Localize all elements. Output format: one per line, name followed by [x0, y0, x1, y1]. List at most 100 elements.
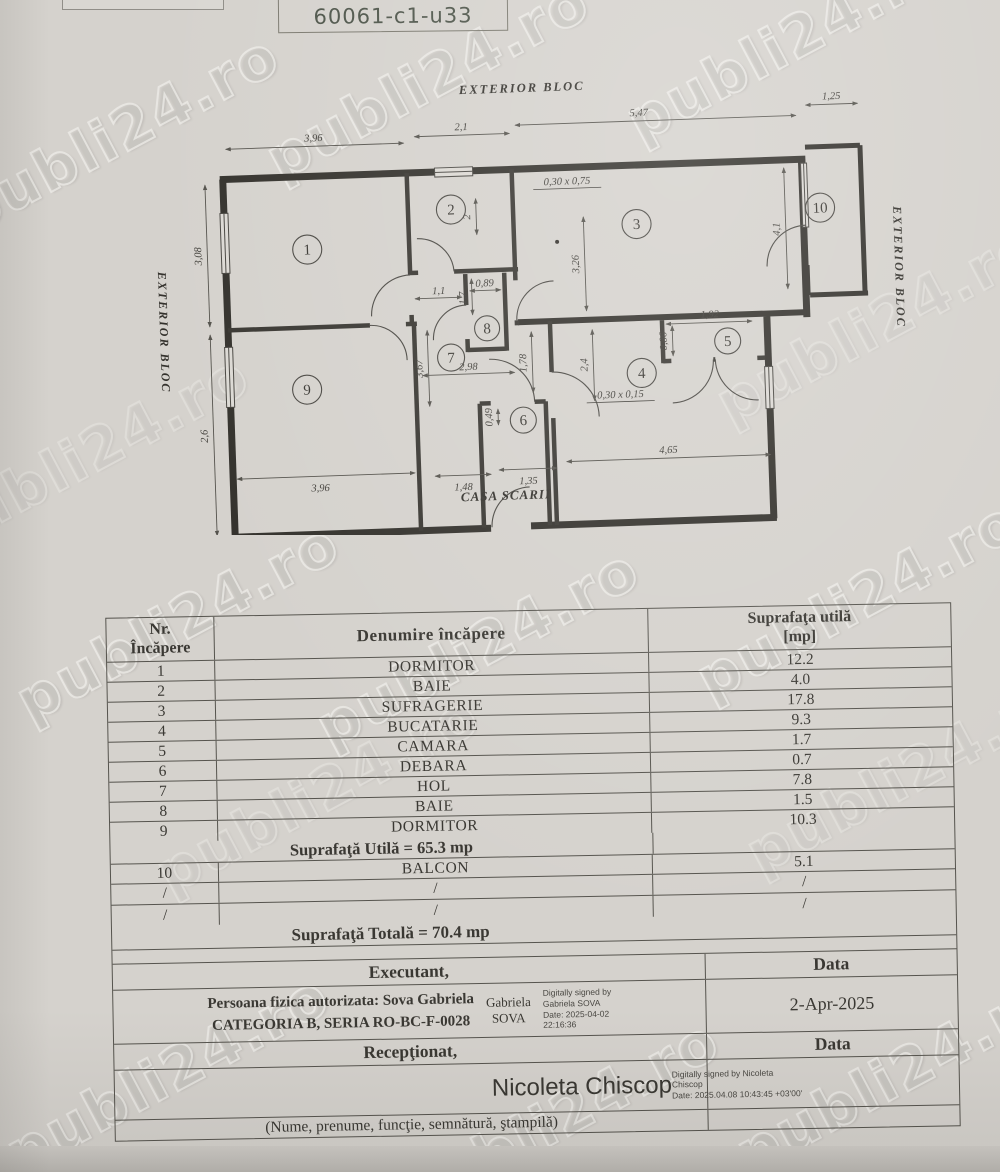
- signature-name: Gabriela SOVA: [486, 994, 531, 1026]
- cell-nr: 7: [109, 780, 218, 802]
- dim-label: 4,65: [659, 445, 678, 457]
- cell-nr: 6: [108, 760, 218, 782]
- digital-signature-details: Digitally signed by Nicoleta Chiscop Dat…: [672, 1066, 848, 1101]
- digital-sig-line: 22:16:36: [543, 1019, 577, 1030]
- room-number: 4: [638, 366, 647, 382]
- room-4-marker: 4: [626, 357, 657, 389]
- window-size-label: 0,30 x 0,15: [597, 389, 644, 402]
- executant-line2: CATEGORIA B, SERIA RO-BC-F-0028: [211, 1012, 471, 1034]
- dim-label: 0,86: [658, 331, 670, 350]
- room-7-marker: 7: [437, 343, 466, 372]
- dim-label: 3,26: [571, 254, 583, 274]
- door-arcs: [369, 224, 806, 528]
- room-number: 5: [724, 334, 732, 350]
- paper-bottom-shadow: [0, 1146, 1000, 1172]
- interior-walls: [227, 169, 766, 531]
- exterior-bloc-top-label: EXTERIOR BLOC: [458, 79, 585, 97]
- dim-label: 3,08: [193, 246, 205, 266]
- areas-table: Nr. Încăpere Denumire încăpere Suprafaţa…: [105, 602, 961, 1142]
- dim-label: 1,35: [519, 476, 538, 488]
- exterior-bloc-right-label: EXTERIOR BLOC: [890, 205, 908, 328]
- dim-label: 2: [462, 213, 473, 219]
- data-label: Data: [704, 949, 957, 979]
- room-numbers: 1 2 3 4 5 6 7 8 9 10: [292, 192, 836, 434]
- window-size-label: 0,30 x 0,75: [544, 176, 591, 189]
- room-number: 10: [812, 200, 828, 217]
- digital-sig-line: Digitally signed by: [542, 986, 612, 999]
- cell-nr: 9: [110, 820, 219, 843]
- header-nr-line2: Încăpere: [130, 638, 191, 657]
- cell-nr: 4: [108, 720, 217, 742]
- dimension-labels: 3,96 2,1 5,47 1,25 3,08 2,6 3,96 1,48 1,…: [193, 91, 841, 495]
- executant-date: 2-Apr-2025: [705, 975, 958, 1033]
- table-body: 1 DORMITOR 12.2 2 BAIE 4.0 3 SUFRAGERIE …: [107, 647, 954, 843]
- dim-label: 5,47: [629, 108, 648, 120]
- cell-nr: 5: [108, 740, 217, 762]
- label-underlines: [533, 186, 655, 404]
- cell-nr: 2: [107, 680, 216, 702]
- room-3-marker: 3: [621, 208, 652, 240]
- room-number: 1: [303, 242, 311, 258]
- data-label: Data: [705, 1029, 959, 1059]
- document-code-box: 60061-c1-u33: [277, 0, 509, 34]
- executant-details: Persoana fizica autorizata: Sova Gabriel…: [113, 980, 706, 1044]
- header-nr-line1: Nr.: [149, 620, 171, 639]
- floor-plan: 3,96 2,1 5,47 1,25 3,08 2,6 3,96 1,48 1,…: [155, 79, 908, 535]
- room-number: 3: [633, 217, 641, 233]
- exterior-bloc-left-label: EXTERIOR BLOC: [155, 271, 173, 394]
- header-suprafata: Suprafaţa utilă [mp]: [648, 603, 951, 652]
- room-1-marker: 1: [292, 234, 323, 265]
- room-number: 2: [447, 202, 455, 218]
- room-9-marker: 9: [292, 374, 323, 405]
- footer-empty: [707, 1105, 960, 1130]
- dim-label: 3,67: [414, 359, 426, 379]
- room-10-marker: 10: [805, 192, 836, 223]
- header-nr: Nr. Încăpere: [106, 616, 216, 662]
- dim-label: 1,92: [700, 309, 719, 321]
- room-6-marker: 6: [509, 406, 537, 434]
- cutoff-stamp-box: [62, 0, 224, 10]
- dim-label: 2,1: [454, 122, 468, 133]
- dim-label: 1,1: [432, 286, 446, 297]
- document-code: 60061-c1-u33: [313, 3, 473, 29]
- dim-label: 3,96: [303, 133, 323, 145]
- dim-label: 2,4: [579, 357, 590, 371]
- dim-label: 0,89: [475, 278, 494, 290]
- digital-sig-line: Date: 2025-04-02: [542, 1008, 610, 1020]
- dimension-lines: [202, 101, 859, 535]
- room-8-marker: 8: [474, 315, 501, 342]
- dim-label: 3,96: [310, 483, 330, 495]
- dim-label: 1,25: [822, 91, 841, 103]
- header-suprafata-line1: Suprafaţa utilă: [747, 608, 852, 628]
- dim-label: 2,98: [459, 362, 478, 374]
- signature-name-line2: SOVA: [491, 1009, 526, 1026]
- header-denumire: Denumire încăpere: [214, 608, 649, 660]
- room-number: 7: [447, 350, 456, 366]
- dim-label: 4,1: [772, 222, 783, 236]
- dim-label: 1,78: [518, 353, 530, 372]
- receptionat-name: Nicoleta Chiscop: [491, 1070, 673, 1102]
- room-2-marker: 2: [435, 194, 466, 225]
- windows: [219, 162, 810, 410]
- signature-name-line1: Gabriela: [485, 993, 531, 1010]
- cell-nr: 10: [110, 862, 220, 884]
- dim-label: 1,48: [454, 482, 473, 494]
- executant-authorization: Persoana fizica autorizata: Sova Gabriel…: [207, 989, 474, 1037]
- room-number: 9: [303, 383, 311, 399]
- cell-nr: /: [111, 882, 220, 905]
- room-5-marker: 5: [714, 327, 742, 355]
- dim-label: 0,49: [484, 407, 496, 426]
- dim-label: 2,6: [199, 429, 210, 443]
- header-suprafata-line2: [mp]: [783, 627, 817, 645]
- cell-nr: 8: [109, 800, 218, 822]
- digital-signature-details: Digitally signed by Gabriela SOVA Date: …: [543, 987, 612, 1031]
- cell-nr: 3: [107, 700, 217, 722]
- casa-scarii-label: CASA SCARII: [461, 486, 552, 504]
- room-number: 8: [483, 321, 491, 337]
- wall-dot-mark: [555, 239, 560, 244]
- cell-nr: 1: [107, 660, 216, 682]
- balcony-walls: [804, 142, 869, 298]
- cell-nr: /: [111, 903, 220, 927]
- room-number: 6: [519, 413, 528, 429]
